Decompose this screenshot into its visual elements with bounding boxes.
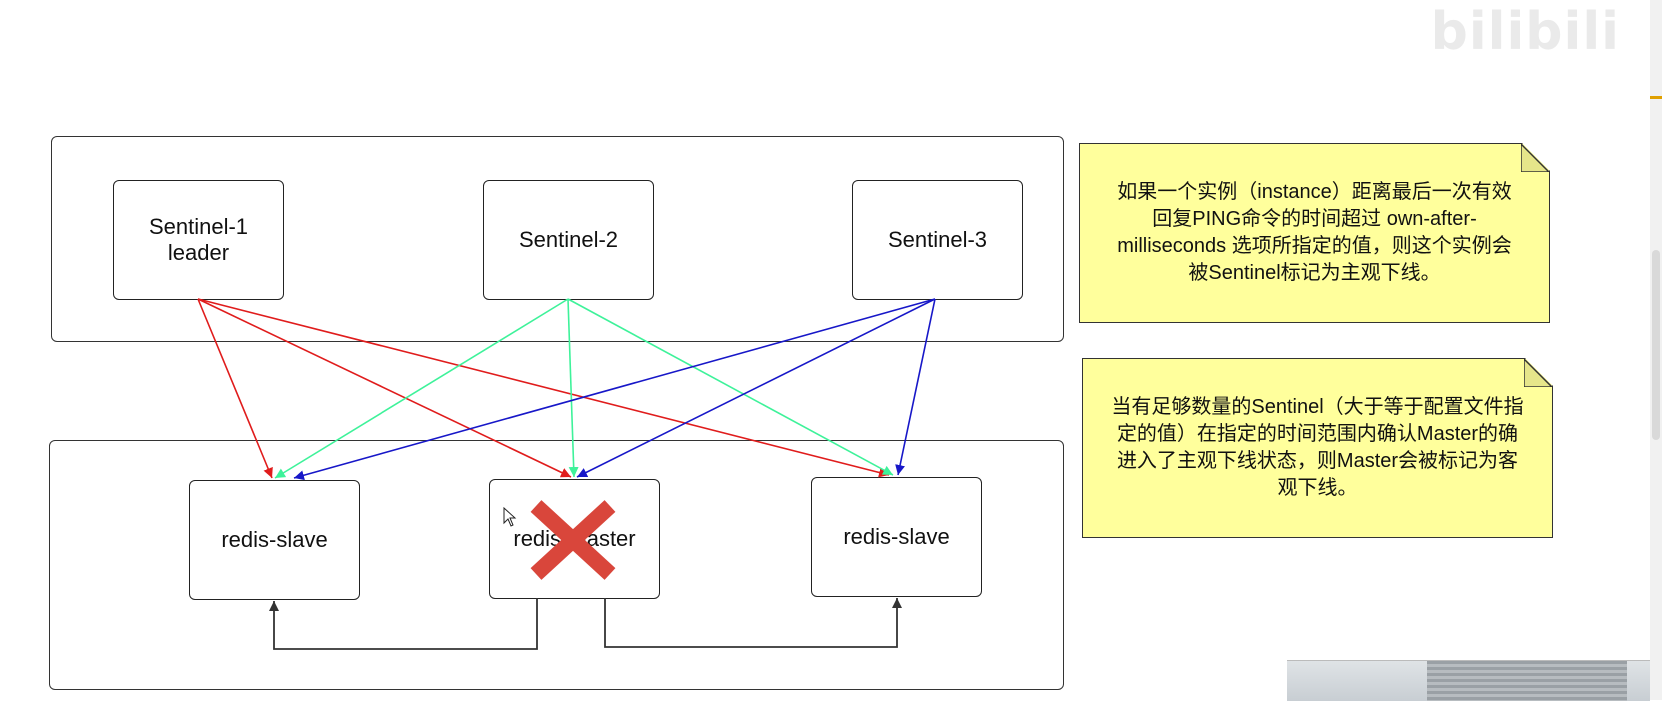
note-fold-icon (1521, 144, 1549, 172)
scrollbar-thumb[interactable] (1652, 250, 1660, 440)
red-x-icon (530, 500, 616, 580)
note-fold-icon (1524, 359, 1552, 387)
note-objective-down: 当有足够数量的Sentinel（大于等于配置文件指定的值）在指定的时间范围内确认… (1082, 358, 1553, 538)
redis-slave-right-label: redis-slave (843, 523, 950, 549)
sentinel-1-role: leader (167, 240, 230, 265)
sentinel-2-node: Sentinel-2 (483, 180, 654, 300)
sentinel-3-label: Sentinel-3 (887, 226, 988, 252)
window-edge-scrollbar[interactable] (1650, 0, 1662, 700)
sentinel-1-label: Sentinel-1 (148, 213, 249, 239)
note-subjective-down-text: 如果一个实例（instance）距离最后一次有效回复PING命令的时间超过 ow… (1117, 181, 1512, 284)
note-subjective-down: 如果一个实例（instance）距离最后一次有效回复PING命令的时间超过 ow… (1079, 143, 1550, 323)
edge-marker (1650, 96, 1662, 99)
redis-slave-left-node: redis-slave (189, 480, 360, 600)
sentinel-2-label: Sentinel-2 (518, 226, 619, 252)
redis-slave-left-label: redis-slave (221, 526, 328, 552)
sentinel-1-node: Sentinel-1 leader (113, 180, 284, 300)
note-objective-down-text: 当有足够数量的Sentinel（大于等于配置文件指定的值）在指定的时间范围内确认… (1111, 396, 1524, 499)
mouse-cursor-icon (503, 507, 517, 527)
redis-slave-right-node: redis-slave (811, 477, 982, 597)
sentinel-3-node: Sentinel-3 (852, 180, 1023, 300)
thumbnail-shutter (1427, 661, 1627, 701)
bilibili-watermark: bilibili (1430, 2, 1620, 62)
video-thumbnail-overlay (1287, 660, 1650, 701)
